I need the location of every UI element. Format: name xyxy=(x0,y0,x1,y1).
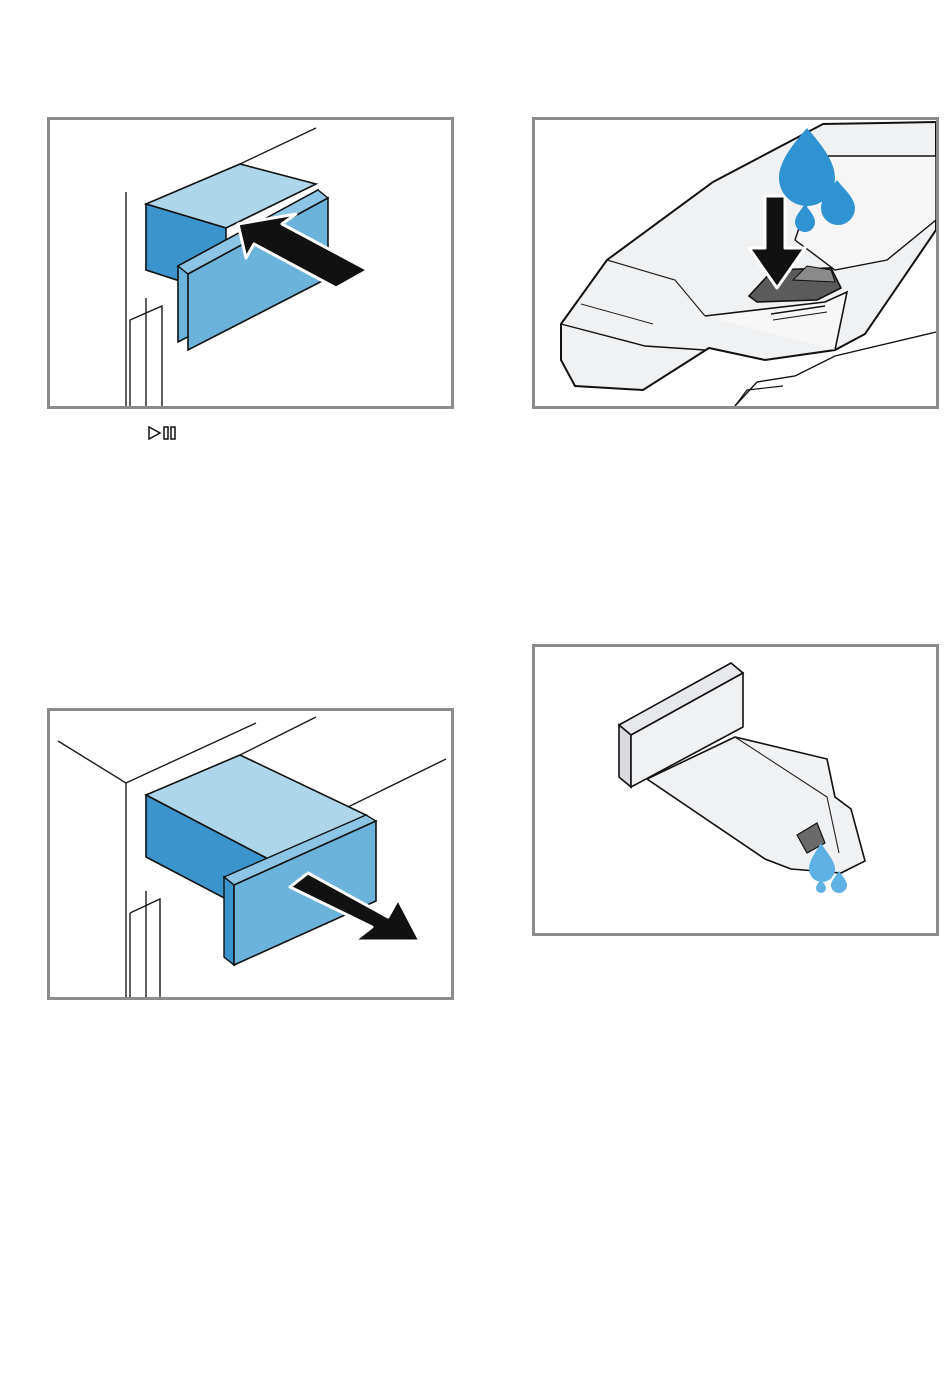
figure-insert-drawer xyxy=(47,117,454,409)
insert-drawer-illustration xyxy=(50,120,451,406)
start-pause-icon xyxy=(148,425,178,441)
figure-drip-insert xyxy=(532,644,939,936)
start-pause-caption xyxy=(148,425,181,441)
figure-fill-dispenser xyxy=(532,117,939,409)
drip-insert-illustration xyxy=(535,647,936,933)
figure-pull-out-drawer xyxy=(47,708,454,1000)
fill-dispenser-illustration xyxy=(535,120,936,406)
pull-out-drawer-illustration xyxy=(50,711,451,997)
